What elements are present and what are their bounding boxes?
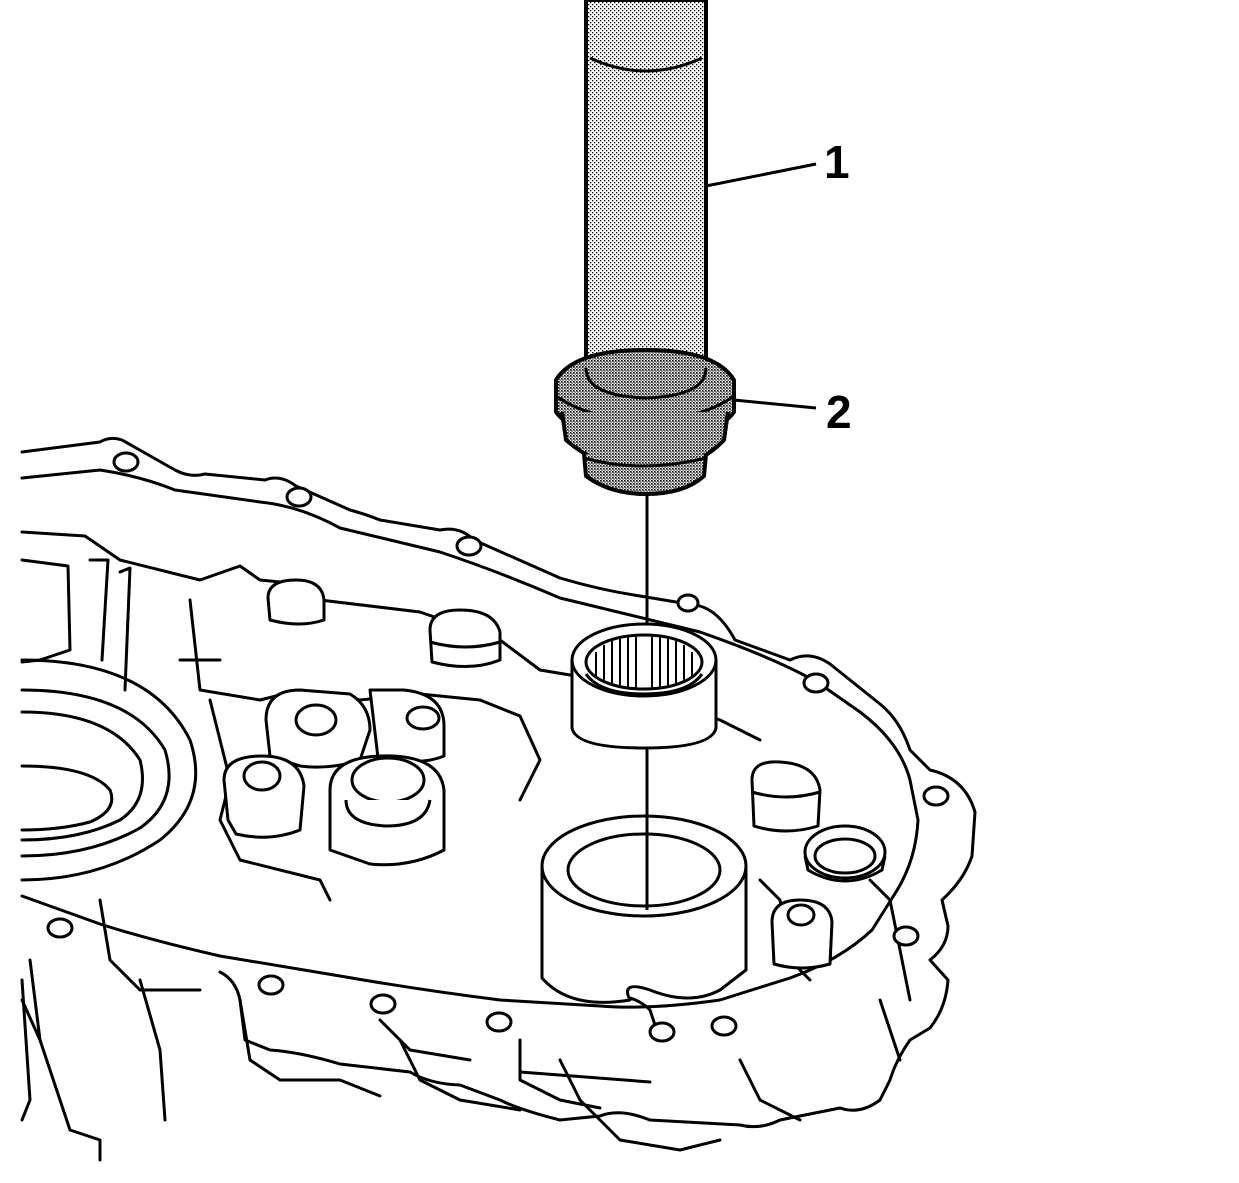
transmission-case [20,436,977,1162]
bearing-installer-tool [554,0,736,496]
flange-bolt-holes [46,451,950,1043]
callout-2-label: 2 [826,386,852,438]
callout-1-label: 1 [824,136,850,188]
o-ring-seal [803,824,887,883]
case-bosses [222,578,834,970]
bearing-bore [540,814,748,1004]
needle-bearing [570,622,718,750]
callout-1: 1 [705,136,850,188]
callout-2: 2 [733,386,852,438]
